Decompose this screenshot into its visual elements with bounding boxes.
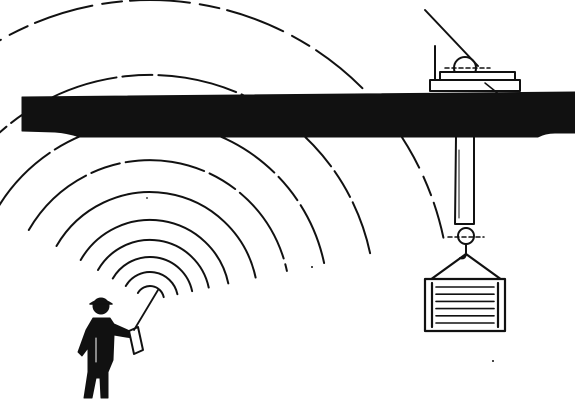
hard-hat [89,299,113,305]
radio-wave-arc [111,256,194,293]
radio-wave-arc [136,285,165,299]
radio-wave-arc [0,73,372,255]
print-specks [146,197,494,362]
radio-waves [0,0,445,299]
hoist-cable [454,136,475,225]
radio-wave-arc [27,159,288,272]
operator-body [77,317,133,399]
load-slings [428,252,504,282]
crane-trolley [424,9,521,96]
radio-wave-arc [79,218,230,285]
crane-girder [21,91,575,138]
operator [77,289,159,399]
radio-wave-arc [124,271,179,296]
radio-wave-arc [97,238,210,289]
radio-wave-arc [55,191,257,279]
remote-control-transmitter [128,289,159,355]
suspended-load-crate [423,277,507,333]
